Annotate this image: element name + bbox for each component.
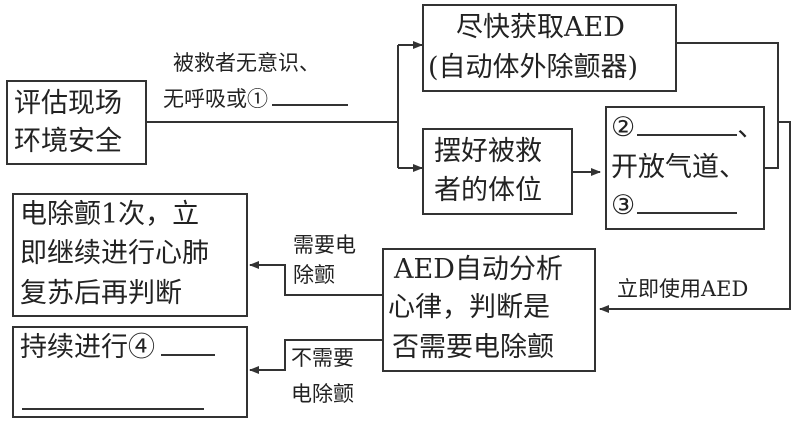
blank-2[interactable] — [637, 108, 738, 136]
edge-label-no-shock-line1: 不需要 — [291, 346, 354, 370]
edge-label-condition-line1: 被救者无意识、 — [173, 51, 320, 75]
node-assess-scene: 评估现场 环境安全 — [6, 80, 147, 165]
node-get-aed-line1: 尽快获取AED — [456, 12, 625, 43]
node-position-line2: 者的体位 — [434, 175, 542, 206]
blank-4a[interactable] — [161, 328, 215, 356]
edge-no-shock — [249, 339, 384, 374]
blank-3-marker: ③ — [611, 190, 636, 221]
blank-2-sep: 、 — [737, 112, 765, 143]
node-shock-line1: 电除颤1次，立 — [20, 199, 200, 230]
node-assess-line2: 环境安全 — [14, 126, 122, 157]
edge-label-need-shock-line2: 除颤 — [293, 263, 335, 287]
node-shock-line2: 即继续进行心肺 — [20, 238, 209, 269]
node-get-aed-line2: (自动体外除颤器) — [428, 52, 639, 83]
edge-label-use-aed: 立即使用AED — [617, 277, 749, 301]
edge-get-aed-merge — [676, 42, 779, 169]
blank-2-marker: ② — [611, 112, 636, 143]
node-assess-line1: 评估现场 — [14, 88, 122, 119]
node-cpr-steps: ②、 开放气道、 ③ — [605, 106, 765, 230]
edge-need-shock — [249, 261, 384, 296]
node-cpr-line2: 开放气道、 — [611, 152, 746, 183]
blank-1[interactable] — [272, 104, 348, 106]
node-analyze-line3: 否需要电除颤 — [392, 332, 554, 363]
node-analyze-line2: 心律，判断是 — [388, 292, 550, 323]
node-cpr-line1: ②、 — [611, 108, 764, 147]
node-aed-analyze: AED自动分析 心律，判断是 否需要电除颤 — [382, 248, 596, 372]
blank-3[interactable] — [637, 186, 738, 214]
node-cpr-line3: ③ — [611, 186, 738, 225]
edge-label-condition-text: 无呼吸或① — [163, 87, 268, 111]
blank-4b[interactable] — [22, 386, 204, 410]
edge-label-condition-line2: 无呼吸或① — [163, 86, 348, 112]
node-shock-line3: 复苏后再判断 — [20, 278, 182, 309]
node-position-line1: 摆好被救 — [434, 136, 542, 167]
node-analyze-line1: AED自动分析 — [394, 254, 563, 285]
edge-label-need-shock-line1: 需要电 — [293, 233, 356, 257]
node-position-patient: 摆好被救 者的体位 — [422, 128, 573, 215]
edge-merge-to-analyze — [599, 121, 791, 313]
node-get-aed: 尽快获取AED (自动体外除颤器) — [422, 4, 677, 92]
edge-label-no-shock-line2: 电除颤 — [291, 382, 354, 406]
node-continue-line1: 持续进行④ — [20, 328, 215, 367]
node-continue: 持续进行④ — [12, 326, 248, 418]
node-defibrillate: 电除颤1次，立 即继续进行心肺 复苏后再判断 — [12, 193, 248, 317]
blank-4-marker: 持续进行④ — [20, 332, 155, 363]
